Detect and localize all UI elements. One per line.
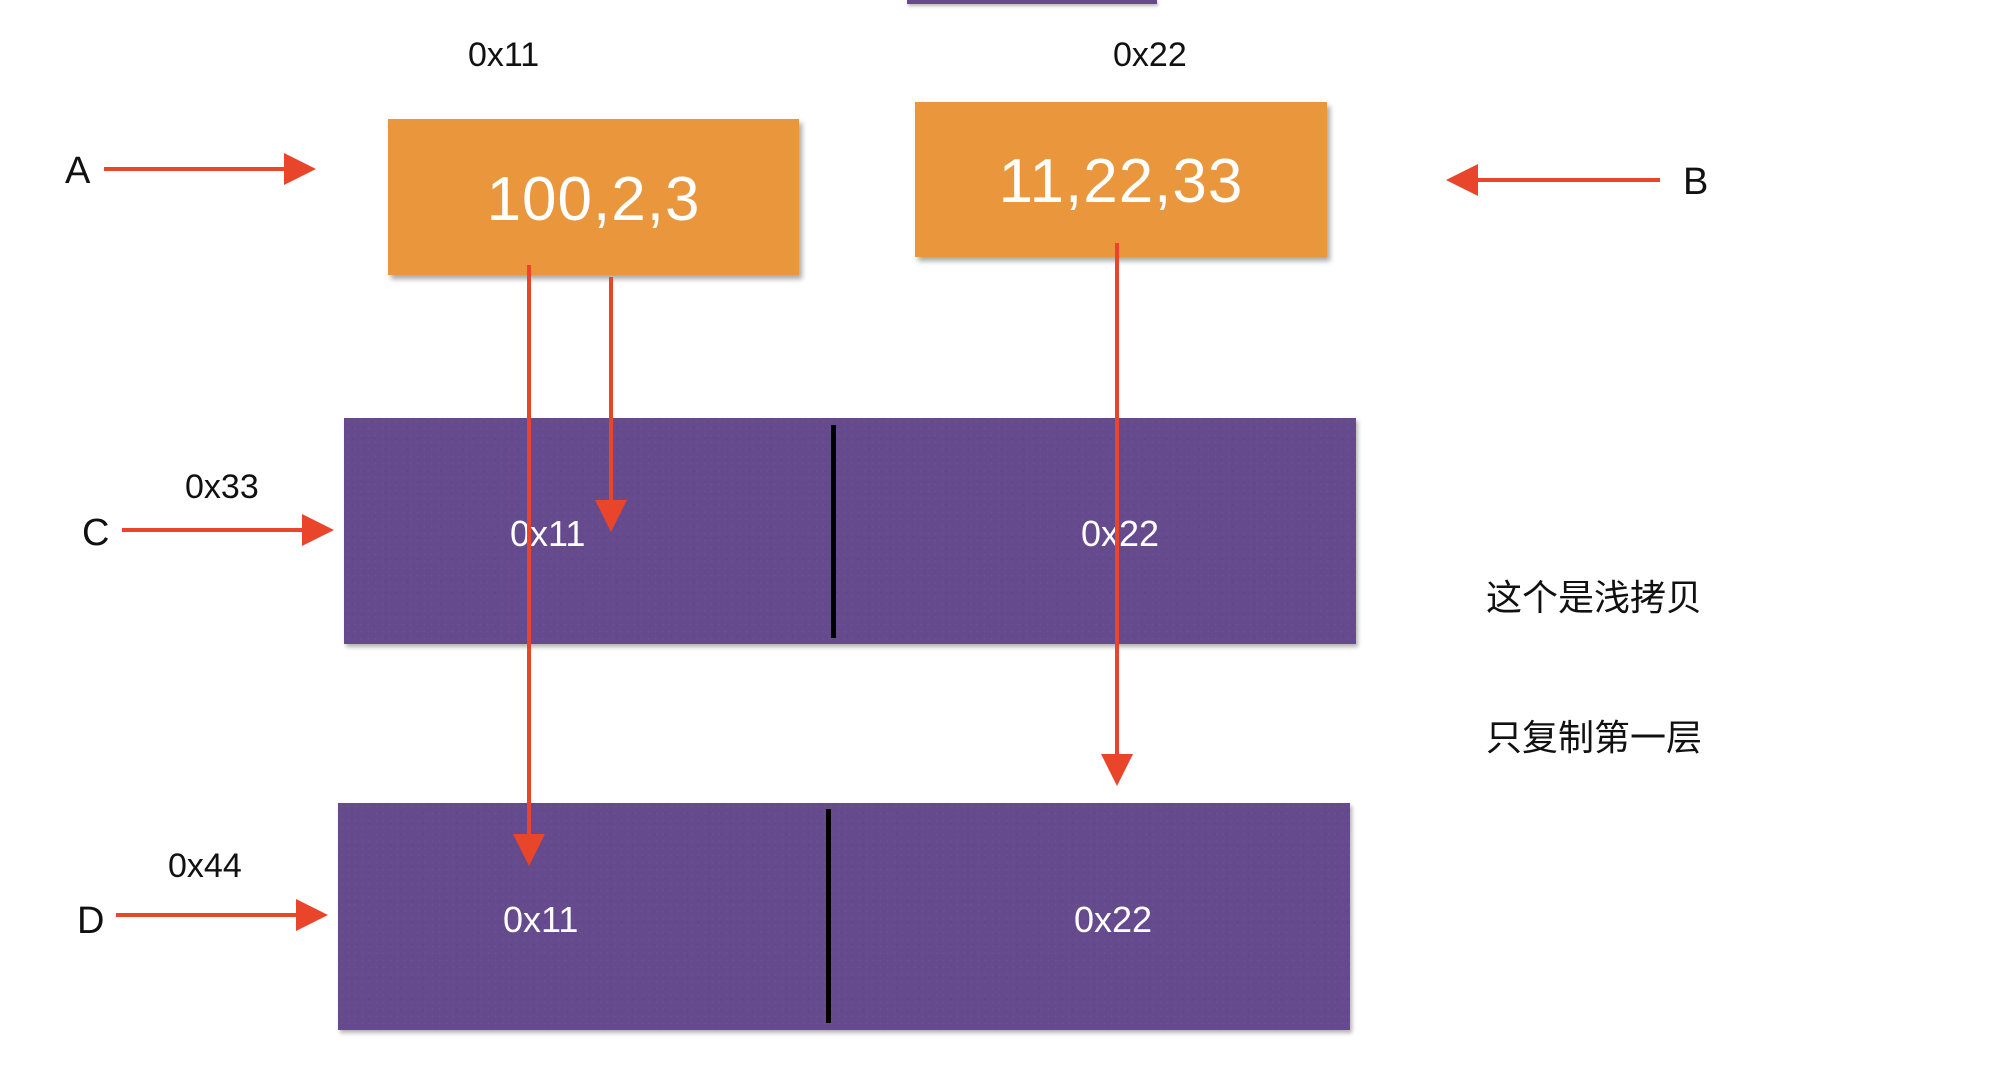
array-box-b-values: 11,22,33 xyxy=(998,147,1244,216)
list-bar-c xyxy=(344,418,1356,644)
list-bar-d-divider xyxy=(826,809,831,1023)
variable-label-b: B xyxy=(1683,161,1709,203)
list-bar-d-cell-1: 0x11 xyxy=(503,899,579,940)
list-bar-c-cell-1: 0x11 xyxy=(510,513,586,554)
array-box-a: 100,2,3 xyxy=(388,119,799,275)
note-shallow-copy: 这个是浅拷贝 xyxy=(1486,578,1703,619)
variable-label-c: C xyxy=(82,512,110,554)
list-bar-d xyxy=(338,803,1350,1030)
variable-label-a: A xyxy=(65,150,91,192)
top-partial-block xyxy=(907,0,1157,4)
list-bar-c-cell-2: 0x22 xyxy=(1081,513,1160,554)
list-bar-d-cell-2: 0x22 xyxy=(1074,899,1153,940)
address-label-c: 0x33 xyxy=(185,468,259,506)
variable-label-d: D xyxy=(77,900,105,942)
array-box-b: 11,22,33 xyxy=(915,102,1327,257)
address-label-b: 0x22 xyxy=(1113,36,1187,74)
address-label-d: 0x44 xyxy=(168,847,242,885)
address-label-a: 0x11 xyxy=(468,36,540,74)
note-first-level-only: 只复制第一层 xyxy=(1486,718,1703,759)
list-bar-c-divider xyxy=(831,425,836,638)
array-box-a-values: 100,2,3 xyxy=(486,164,701,234)
